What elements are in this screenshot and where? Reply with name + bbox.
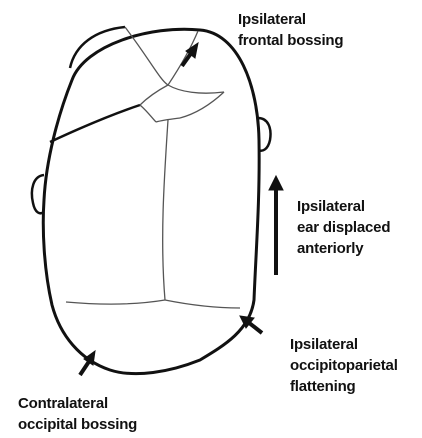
- label-occipitoparietal-line3: flattening: [290, 376, 398, 397]
- skull-outline: [43, 29, 259, 373]
- label-occipitoparietal-line1: Ipsilateral: [290, 334, 398, 355]
- label-occipital-bossing-line1: Contralateral: [18, 393, 137, 414]
- label-frontal-bossing: Ipsilateral frontal bossing: [238, 9, 343, 51]
- label-occipitoparietal-flattening: Ipsilateral occipitoparietal flattening: [290, 334, 398, 397]
- arrow-ear-displaced: [269, 176, 283, 275]
- label-occipital-bossing: Contralateral occipital bossing: [18, 393, 137, 435]
- label-ear-displaced-line1: Ipsilateral: [297, 196, 390, 217]
- label-frontal-bossing-line2: frontal bossing: [238, 30, 343, 51]
- label-ear-displaced: Ipsilateral ear displaced anteriorly: [297, 196, 390, 259]
- label-ear-displaced-line3: anteriorly: [297, 238, 390, 259]
- label-occipital-bossing-line2: occipital bossing: [18, 414, 137, 435]
- label-occipitoparietal-line2: occipitoparietal: [290, 355, 398, 376]
- label-ear-displaced-line2: ear displaced: [297, 217, 390, 238]
- label-frontal-bossing-line1: Ipsilateral: [238, 9, 343, 30]
